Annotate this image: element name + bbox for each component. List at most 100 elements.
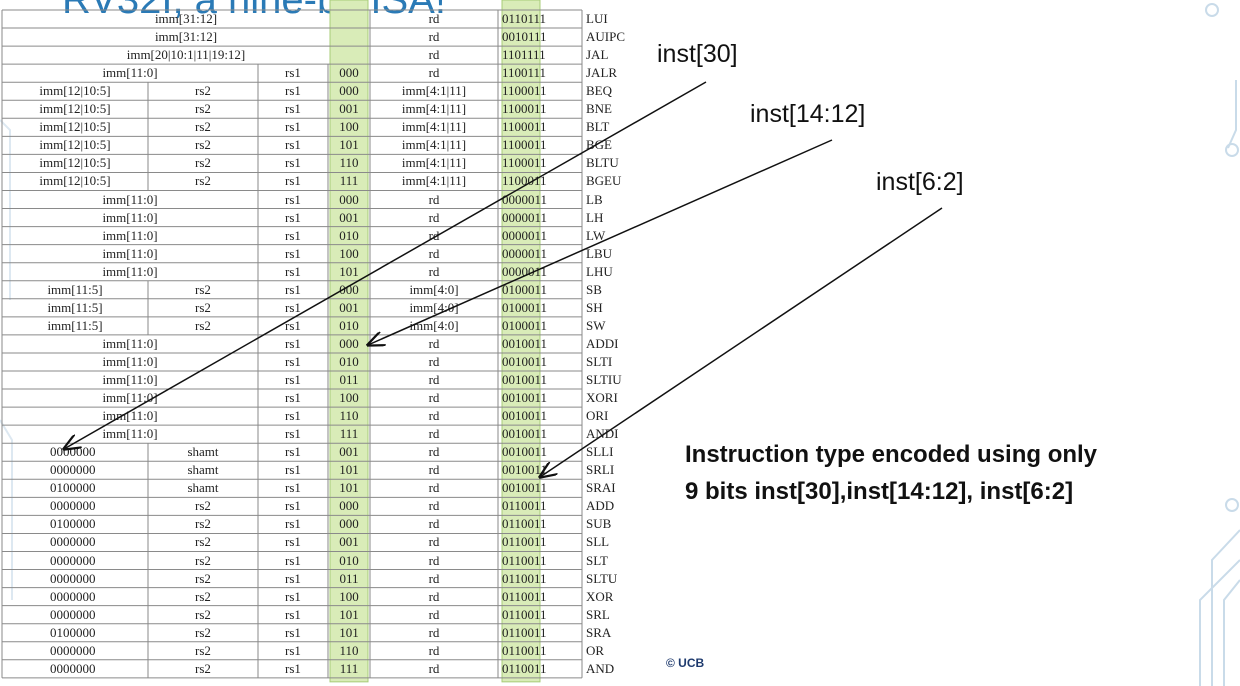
table-cell: 0000000 <box>50 642 96 658</box>
table-cell: rs1 <box>285 372 301 387</box>
table-cell: rs2 <box>195 660 211 676</box>
table-cell: 111 <box>339 426 359 442</box>
table-cell: imm[11:0] <box>102 191 158 207</box>
table-cell: rs2 <box>195 137 211 153</box>
table-cell: rd <box>428 29 440 45</box>
table-cell: imm[12|10:5] <box>39 83 111 99</box>
table-cell: rs1 <box>285 552 301 568</box>
instruction-mnemonic: AUIPC <box>586 29 626 45</box>
table-cell: 1100111 <box>502 65 547 81</box>
table-cell: 0110011 <box>502 516 547 532</box>
table-cell: 100 <box>339 390 359 406</box>
table-cell: 000 <box>339 498 359 514</box>
table-cell: rd <box>428 606 440 622</box>
table-cell: imm[11:0] <box>102 65 158 81</box>
table-cell: 0110011 <box>502 624 547 640</box>
table-cell: rd <box>428 263 440 279</box>
table-cell: 0000000 <box>50 606 96 622</box>
table-cell: 1100011 <box>502 83 547 99</box>
instruction-mnemonic: BEQ <box>586 83 612 99</box>
table-cell: 0010011 <box>502 390 548 406</box>
table-cell: imm[11:5] <box>47 317 103 333</box>
table-cell: 0110011 <box>502 498 547 514</box>
instruction-mnemonic: SB <box>586 281 602 297</box>
table-cell: 0000011 <box>502 227 548 243</box>
table-cell: rs1 <box>285 335 301 351</box>
instruction-mnemonic: SLT <box>586 552 608 568</box>
circuit-trace <box>1199 559 1240 686</box>
table-cell: 0000000 <box>50 534 96 550</box>
callout-inst6-2: inst[6:2] <box>876 168 964 196</box>
table-cell: imm[11:0] <box>102 390 158 406</box>
table-cell: 000 <box>339 83 359 99</box>
table-cell: imm[11:0] <box>102 408 158 424</box>
table-cell: imm[11:0] <box>102 372 158 387</box>
table-cell: 0000011 <box>502 191 548 207</box>
table-cell: 0010011 <box>502 335 548 351</box>
table-cell: rs1 <box>285 299 301 315</box>
table-cell: rd <box>428 480 440 496</box>
table-cell: rs1 <box>285 480 301 496</box>
table-cell: rd <box>428 353 440 369</box>
table-cell: rd <box>428 209 440 225</box>
table-cell: 100 <box>339 119 359 135</box>
circuit-lines-left <box>0 119 13 600</box>
instruction-mnemonic: JAL <box>586 47 609 63</box>
instruction-mnemonic: SRL <box>586 606 610 622</box>
table-cell: 000 <box>339 516 359 532</box>
circuit-trace <box>0 119 11 300</box>
table-cell: rs1 <box>285 317 301 333</box>
table-cell: 0110011 <box>502 534 547 550</box>
table-cell: rd <box>428 570 440 586</box>
table-cell: imm[31:12] <box>154 11 218 26</box>
instruction-mnemonic: OR <box>586 642 605 658</box>
table-cell: rs2 <box>195 570 211 586</box>
table-cell: imm[11:0] <box>102 209 158 225</box>
table-cell: rs2 <box>195 119 211 135</box>
table-cell: 011 <box>339 570 359 586</box>
table-cell: 001 <box>339 444 359 460</box>
table-cell: rd <box>428 335 440 351</box>
table-cell: imm[11:0] <box>102 227 158 243</box>
table-cell: 0100011 <box>502 317 548 333</box>
instruction-mnemonic: BLTU <box>586 155 619 171</box>
table-cell: 0000000 <box>50 462 96 478</box>
table-cell: rs1 <box>285 227 301 243</box>
table-cell: imm[4:1|11] <box>401 137 467 153</box>
table-cell: 000 <box>339 65 359 81</box>
table-cell: imm[12|10:5] <box>39 101 111 117</box>
table-cell: 101 <box>339 462 359 478</box>
table-cell: 0110111 <box>502 11 547 26</box>
table-cell: 001 <box>339 101 359 117</box>
table-cell: 0110011 <box>502 606 547 622</box>
table-cell: rd <box>428 372 440 387</box>
instruction-mnemonic: SLTIU <box>586 372 622 387</box>
table-cell: rs1 <box>285 570 301 586</box>
table-cell: 0100000 <box>50 480 96 496</box>
table-cell: rd <box>428 642 440 658</box>
table-cell: 010 <box>339 227 359 243</box>
table-cell: imm[4:1|11] <box>401 155 467 171</box>
instruction-mnemonic: LW <box>586 227 606 243</box>
table-cell: 110 <box>339 642 359 658</box>
table-cell: 0000011 <box>502 263 548 279</box>
circuit-node <box>1205 3 1219 17</box>
table-cell: 0100000 <box>50 516 96 532</box>
table-cell: 110 <box>339 408 359 424</box>
instruction-mnemonic: AND <box>586 660 615 676</box>
